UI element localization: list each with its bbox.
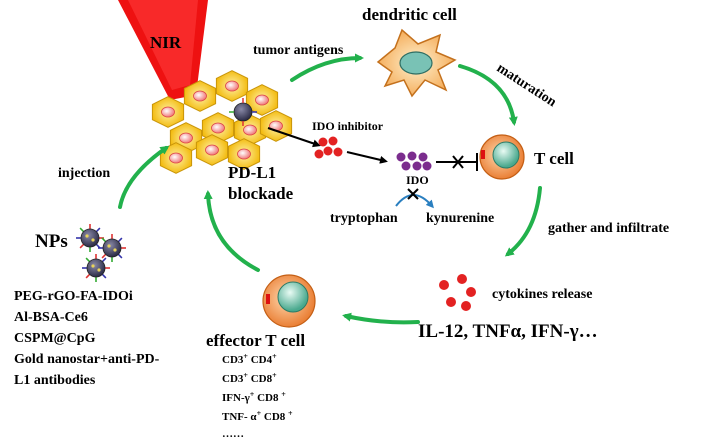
- injection-label: injection: [58, 166, 110, 181]
- nanoparticle-list-item: CSPM@CpG: [14, 331, 96, 346]
- ido-inhibits-t-cell: [436, 153, 478, 171]
- tumor-cell-cluster: [151, 70, 293, 174]
- nps-label: NPs: [35, 231, 68, 252]
- marker-item: CD3+ CD4+: [222, 352, 277, 366]
- arrow-injection: [118, 145, 170, 209]
- nanoparticle: [76, 224, 104, 252]
- gather-infiltrate-label: gather and infiltrate: [548, 221, 669, 236]
- marker-list: CD3+ CD4+ CD3+ CD8+ IFN-γ+ CD8 + TNF- α+ CD…: [222, 352, 293, 423]
- arrow-inhibitor-to-ido: [346, 151, 388, 164]
- marker-item: TNF- α+ CD8 +: [222, 409, 293, 423]
- nanoparticle-list-item: PEG-rGO-FA-IDOi: [14, 289, 133, 304]
- nir-label: NIR: [150, 33, 182, 52]
- tumor-cell: [151, 96, 185, 128]
- nanoparticle: [98, 234, 126, 262]
- tumor-cell: [195, 134, 229, 166]
- markers-more: ……: [222, 428, 244, 438]
- pd-l1-label: PD-L1: [228, 163, 276, 182]
- tumor-cell: [183, 80, 217, 112]
- arrow-np-to-inhibitor: [267, 127, 321, 148]
- cytokines-release-label: cytokines release: [492, 287, 592, 302]
- arrow-maturation: [458, 64, 518, 126]
- tumor-cell: [215, 70, 249, 102]
- maturation-label: maturation: [494, 61, 559, 111]
- ido-label: IDO: [406, 173, 429, 187]
- marker-item: IFN-γ+ CD8 +: [222, 390, 286, 404]
- arrow-effector-to-blockade: [203, 190, 260, 272]
- cycle-arrows: [118, 53, 542, 325]
- arrow-cytokines-to-effector: [342, 312, 420, 325]
- effector-t-cell-label: effector T cell: [206, 331, 305, 350]
- cytokines-list: IL-12, TNFα, IFN-γ…: [418, 321, 598, 342]
- tumor-antigens-label: tumor antigens: [253, 43, 344, 58]
- nanoparticle: [82, 254, 110, 282]
- ido-inhibitor-label: IDO inhibitor: [312, 119, 384, 133]
- t-cell-label: T cell: [534, 149, 574, 168]
- tryptophan-conversion: [395, 188, 434, 209]
- effector-t-cell-graphic: [262, 274, 316, 328]
- blockade-label: blockade: [228, 184, 294, 203]
- nanoparticle-list-item: L1 antibodies: [14, 373, 96, 388]
- arrow-tumor-to-dendritic: [290, 53, 364, 82]
- nanoparticle-group: [76, 224, 126, 282]
- tryptophan-label: tryptophan: [330, 211, 398, 226]
- tumor-cell: [227, 138, 261, 170]
- kynurenine-label: kynurenine: [426, 211, 494, 226]
- t-cell-graphic: [479, 134, 525, 180]
- cytokine-dots: [439, 274, 476, 311]
- nanoparticle-list-item: Gold nanostar+anti-PD-: [14, 352, 160, 367]
- nanoparticle-in-tumor: [229, 98, 257, 126]
- nanoparticle-list-item: Al-BSA-Ce6: [14, 310, 88, 325]
- marker-item: CD3+ CD8+: [222, 371, 277, 385]
- ido-enzyme-dots: [396, 151, 432, 171]
- ido-inhibitor-dots: [314, 136, 343, 159]
- nir-beam: NIR: [118, 0, 208, 100]
- tumor-cell: [245, 84, 279, 116]
- arrow-gather-infiltrate: [504, 186, 542, 257]
- dendritic-cell-graphic: [376, 28, 457, 98]
- dendritic-cell-label: dendritic cell: [362, 5, 457, 24]
